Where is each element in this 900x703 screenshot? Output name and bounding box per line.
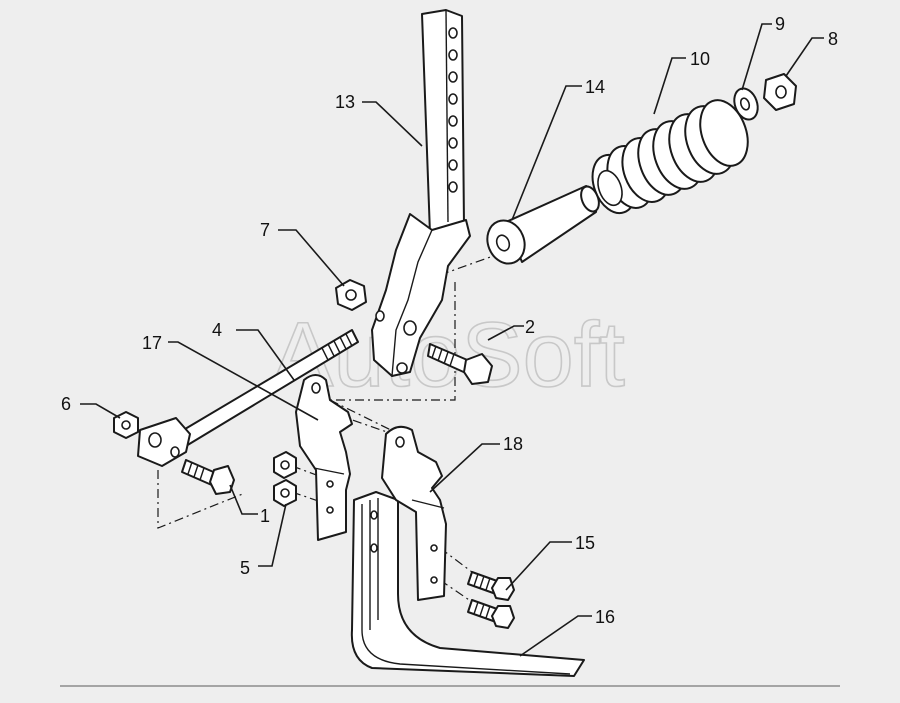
callout-15: 15 <box>575 533 595 553</box>
part-5-nuts <box>273 451 297 507</box>
part-9-washer <box>733 87 759 121</box>
part-8-nut <box>763 73 797 111</box>
part-4-tie-rod <box>137 329 359 467</box>
leader-lines <box>80 23 824 657</box>
part-2-bolt <box>427 343 493 385</box>
callout-2: 2 <box>525 317 535 337</box>
callout-10: 10 <box>690 49 710 69</box>
part-15-bolts <box>467 571 515 629</box>
callout-14: 14 <box>585 77 605 97</box>
part-10-coil-spring <box>591 99 749 215</box>
callout-labels: 1 2 4 5 6 7 8 9 10 13 14 15 16 17 18 <box>61 14 838 627</box>
callout-17: 17 <box>142 333 162 353</box>
part-14-spring-rod <box>486 185 600 265</box>
callout-13: 13 <box>335 92 355 112</box>
callout-1: 1 <box>260 506 270 526</box>
callout-8: 8 <box>828 29 838 49</box>
part-18-right-bracket <box>381 425 447 601</box>
callout-5: 5 <box>240 558 250 578</box>
callout-6: 6 <box>61 394 71 414</box>
callout-18: 18 <box>503 434 523 454</box>
callout-4: 4 <box>212 320 222 340</box>
part-1-bolt <box>181 459 235 495</box>
part-7-nut <box>335 279 367 311</box>
part-16-shank <box>350 491 585 677</box>
callout-16: 16 <box>595 607 615 627</box>
callout-7: 7 <box>260 220 270 240</box>
part-13-standard-bar <box>371 9 471 377</box>
callout-9: 9 <box>775 14 785 34</box>
part-6-nut <box>113 411 139 439</box>
